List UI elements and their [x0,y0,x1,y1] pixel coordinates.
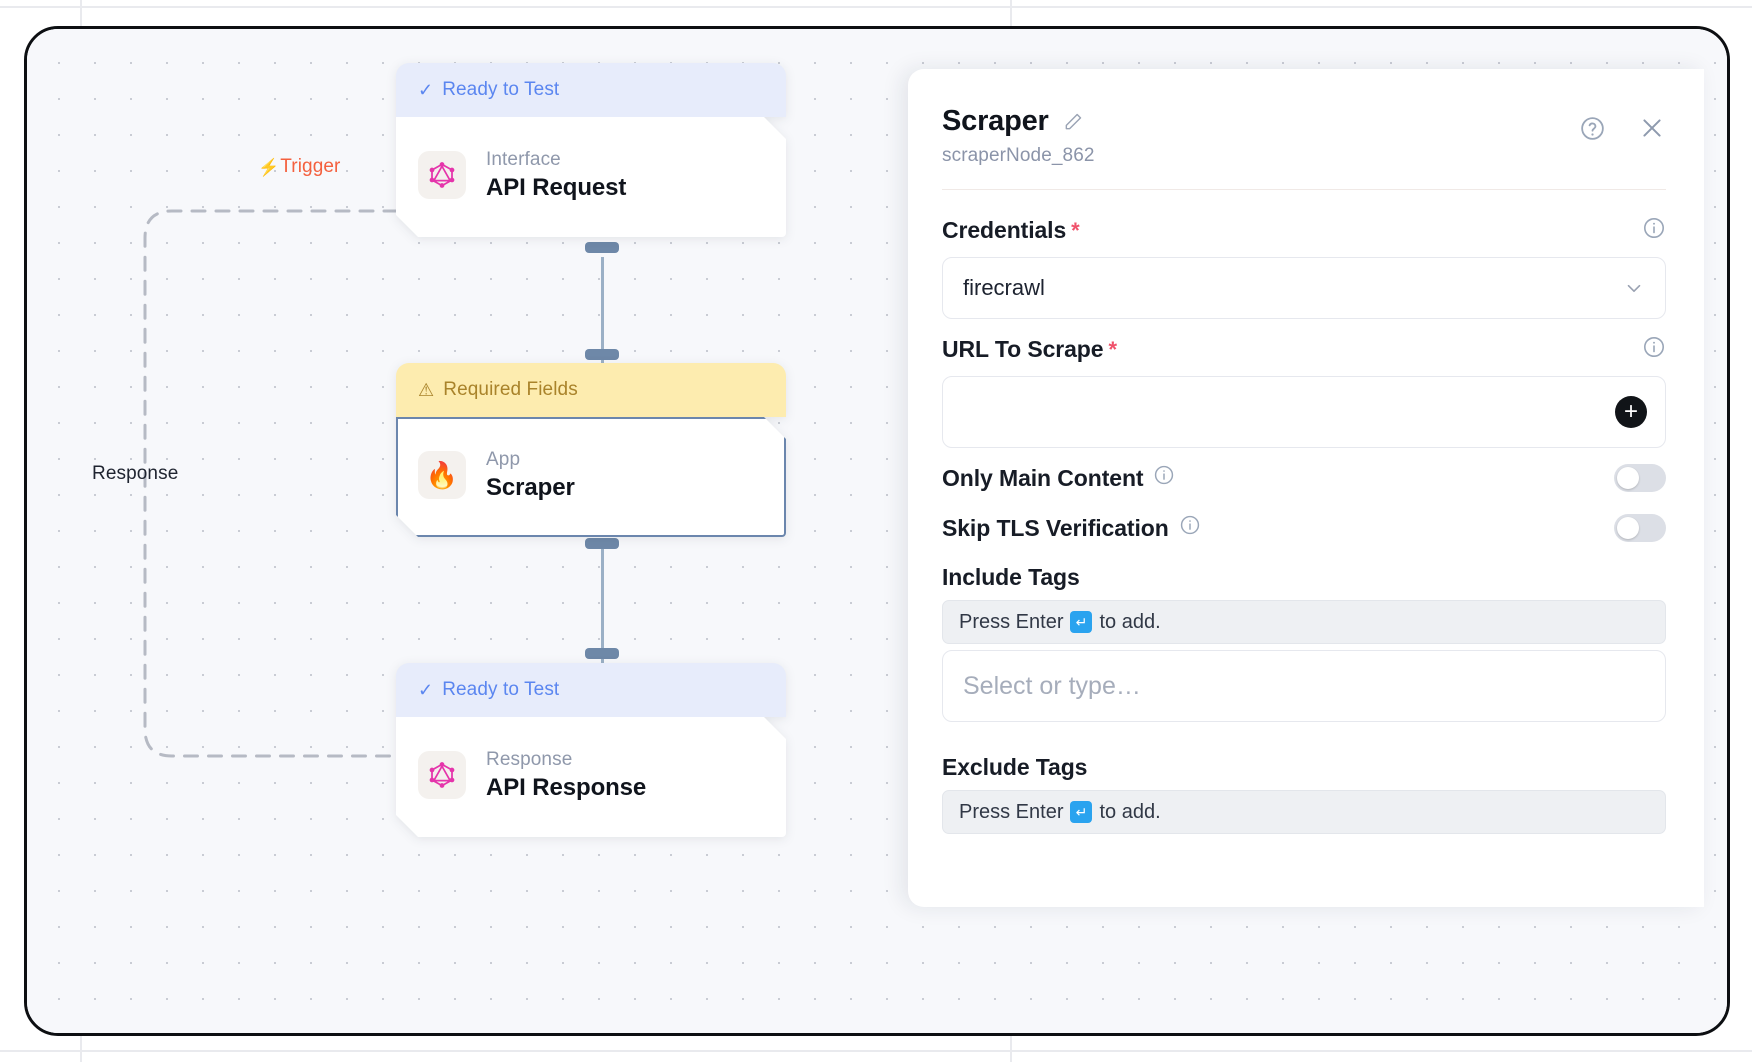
exclude-tags-label: Exclude Tags [942,754,1088,780]
workflow-node-api-request[interactable]: ✓ Ready to Test [396,63,786,237]
panel-header: Scraper scraperNode_862 [942,105,1666,167]
node-handle-target-1[interactable] [585,349,619,360]
check-icon: ✓ [418,680,434,700]
node-status-badge: ⚠ Required Fields [396,363,786,417]
trigger-edge-label: ⚡ Trigger [258,156,340,178]
check-icon: ✓ [418,80,434,100]
node-status-text: Required Fields [443,379,578,400]
node-status-text: Ready to Test [442,79,560,100]
pencil-icon[interactable] [1061,110,1085,134]
workflow-node-scraper[interactable]: ⚠ Required Fields 🔥 App Scraper [396,363,786,537]
info-icon[interactable] [1642,335,1666,364]
url-to-scrape-label: URL To Scrape * [942,336,1117,362]
node-kind-label: App [486,448,521,470]
app-window-frame: ⚡ Trigger Response ✓ Ready to Test [24,26,1730,1036]
required-marker: * [1071,217,1080,243]
help-circle-icon[interactable] [1579,115,1606,142]
field-url-to-scrape: URL To Scrape * + [942,335,1666,448]
hint-prefix: Press Enter [959,800,1064,823]
node-kind-label: Interface [486,148,561,170]
page-title: Scraper [942,105,1049,137]
node-settings-form: Credentials * firecrawl [942,190,1666,834]
skip-tls-verification-label: Skip TLS Verification [942,514,1201,542]
include-tags-hint: Press Enter ↵ to add. [942,600,1666,644]
node-handle-source-1[interactable] [585,242,619,253]
node-status-badge: ✓ Ready to Test [396,663,786,717]
field-exclude-tags: Exclude Tags Press Enter ↵ to add. [942,754,1666,834]
field-credentials: Credentials * firecrawl [942,216,1666,319]
warning-triangle-icon: ⚠ [418,380,435,400]
field-only-main-content: Only Main Content [942,464,1666,492]
node-status-badge: ✓ Ready to Test [396,63,786,117]
plus-icon[interactable]: + [1615,396,1647,428]
firecrawl-flame-icon: 🔥 [418,451,466,499]
node-kind-label: Response [486,748,573,770]
hint-suffix: to add. [1099,610,1161,633]
connector-line-2 [601,549,604,669]
trigger-label-text: Trigger [280,156,341,177]
enter-key-icon: ↵ [1070,611,1093,633]
panel-divider [942,189,1666,190]
response-edge-label: Response [92,463,179,484]
include-tags-label: Include Tags [942,564,1080,590]
workflow-node-api-response[interactable]: ✓ Ready to Test [396,663,786,837]
connector-line-1 [601,257,604,377]
field-skip-tls-verification: Skip TLS Verification [942,514,1666,542]
hint-suffix: to add. [1099,800,1161,823]
node-title-label: Scraper [486,473,575,501]
enter-key-icon: ↵ [1070,801,1093,823]
field-include-tags: Include Tags Press Enter ↵ to add. Selec… [942,564,1666,722]
include-tags-placeholder: Select or type… [963,671,1141,700]
page-chrome-line-top [0,6,1752,8]
node-title-label: API Request [486,173,627,201]
node-handle-target-2[interactable] [585,648,619,659]
toggle-knob [1617,517,1639,539]
exclude-tags-hint: Press Enter ↵ to add. [942,790,1666,834]
node-config-panel: Scraper scraperNode_862 [908,69,1704,907]
only-main-content-label: Only Main Content [942,464,1175,492]
node-body[interactable]: Response API Response [396,717,786,837]
node-handle-source-2[interactable] [585,538,619,549]
info-icon[interactable] [1642,216,1666,245]
node-body[interactable]: 🔥 App Scraper [396,417,786,537]
toggle-knob [1617,467,1639,489]
credentials-select[interactable]: firecrawl [942,257,1666,319]
node-title-label: API Response [486,773,647,801]
hint-prefix: Press Enter [959,610,1064,633]
node-id-label: scraperNode_862 [942,145,1095,166]
info-icon[interactable] [1153,464,1175,492]
info-icon[interactable] [1179,514,1201,542]
graphql-icon [418,751,466,799]
graphql-icon [418,151,466,199]
page-chrome-line-bottom [0,1050,1752,1052]
credentials-value: firecrawl [963,275,1045,300]
url-to-scrape-input[interactable]: + [942,376,1666,448]
lightning-bolt-icon: ⚡ [258,157,280,177]
skip-tls-verification-toggle[interactable] [1614,514,1666,542]
node-status-text: Ready to Test [442,679,560,700]
credentials-label: Credentials * [942,217,1080,243]
node-body[interactable]: Interface API Request [396,117,786,237]
include-tags-input[interactable]: Select or type… [942,650,1666,722]
close-icon[interactable] [1638,114,1666,142]
only-main-content-toggle[interactable] [1614,464,1666,492]
required-marker: * [1108,336,1117,362]
chevron-down-icon [1623,277,1645,299]
